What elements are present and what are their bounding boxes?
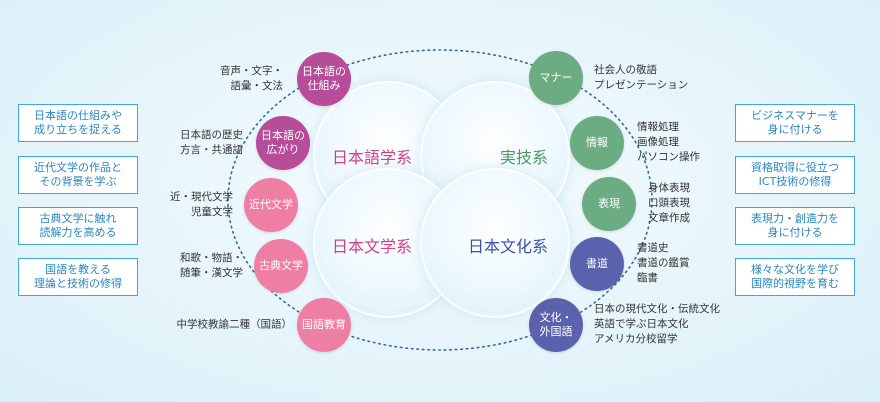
- right-desc-5: 日本の現代文化・伝統文化 英語で学ぶ日本文化 アメリカ分校留学: [594, 303, 720, 346]
- left-goal-box-2: 近代文学の作品と その背景を学ぶ: [18, 156, 138, 194]
- right-bubble-4: 書道: [570, 237, 624, 291]
- right-desc-4: 書道史 書道の鑑賞 臨書: [637, 242, 690, 285]
- venn-label-nihongo: 日本語学系: [331, 148, 413, 167]
- right-bubble-1: マナー: [529, 51, 583, 105]
- right-bubble-2: 情報: [570, 116, 624, 170]
- right-goal-box-4: 様々な文化を学び 国際的視野を育む: [735, 258, 855, 296]
- left-bubble-4: 古典文学: [254, 239, 308, 293]
- right-goal-box-1: ビジネスマナーを 身に付ける: [735, 104, 855, 142]
- left-bubble-1: 日本語の 仕組み: [297, 52, 351, 106]
- venn-circle-bunka: [420, 168, 570, 318]
- right-desc-3: 身体表現 口頭表現 文章作成: [648, 182, 690, 225]
- left-desc-5: 中学校教諭二種（国語）: [176, 318, 293, 331]
- right-bubble-5: 文化・ 外国語: [529, 298, 583, 352]
- left-bubble-5: 国語教育: [297, 298, 351, 352]
- left-bubble-2: 日本語の 広がり: [256, 116, 310, 170]
- left-goal-box-3: 古典文学に触れ 読解力を高める: [18, 207, 138, 245]
- venn-label-jitsugi: 実技系: [499, 148, 549, 167]
- right-goal-box-3: 表現力・創造力を 身に付ける: [735, 207, 855, 245]
- right-desc-1: 社会人の敬語 プレゼンテーション: [594, 63, 689, 91]
- left-desc-3: 近・現代文学 児童文学: [170, 190, 233, 218]
- left-bubble-3: 近代文学: [244, 178, 298, 232]
- right-desc-2: 情報処理 画像処理 パソコン操作: [637, 121, 700, 164]
- venn-label-bunka: 日本文化系: [467, 237, 549, 256]
- left-desc-2: 日本語の歴史 方言・共通語: [180, 128, 243, 156]
- right-bubble-3: 表現: [582, 177, 636, 231]
- right-goal-box-2: 資格取得に役立つ ICT技術の修得: [735, 156, 855, 194]
- left-desc-1: 音声・文字・ 語彙・文法: [220, 64, 283, 92]
- left-goal-box-4: 国語を教える 理論と技術の修得: [18, 258, 138, 296]
- left-desc-4: 和歌・物語・ 随筆・漢文学: [180, 251, 243, 279]
- left-goal-box-1: 日本語の仕組みや 成り立ちを捉える: [18, 104, 138, 142]
- venn-label-bungaku: 日本文学系: [331, 237, 413, 256]
